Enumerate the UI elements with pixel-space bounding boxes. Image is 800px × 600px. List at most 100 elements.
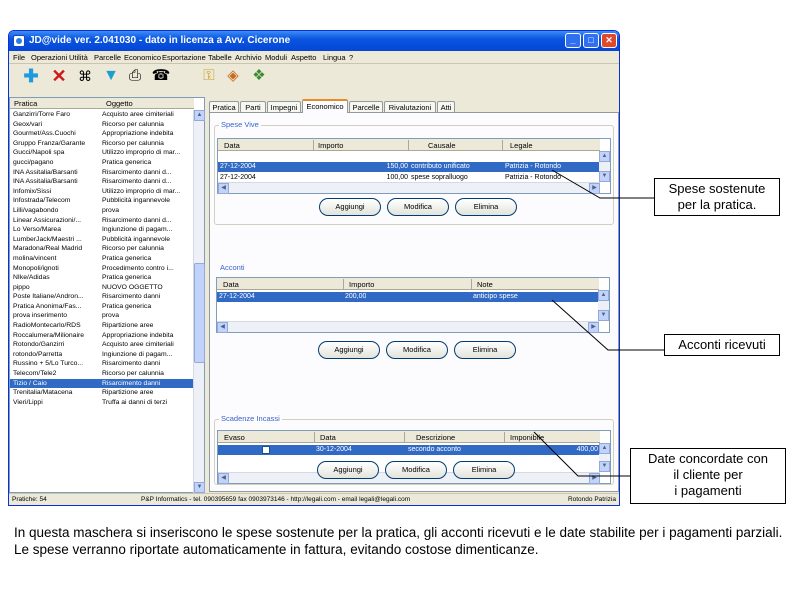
tab-pratica[interactable]: Pratica bbox=[209, 101, 239, 113]
acconti-modifica-button[interactable]: Modifica bbox=[386, 341, 448, 359]
spese-hscroll[interactable]: ◀▶ bbox=[218, 182, 600, 194]
tab-parti[interactable]: Parti bbox=[240, 101, 266, 113]
menu-lingua[interactable]: Lingua bbox=[323, 53, 346, 62]
title-bar[interactable]: JD@vide ver. 2.041030 - dato in licenza … bbox=[9, 31, 619, 51]
col-data[interactable]: Data bbox=[223, 280, 239, 289]
table-row[interactable]: 30-12-2004 secondo acconto 400,00 bbox=[218, 445, 600, 455]
scadenze-vscroll[interactable]: ▲▼ bbox=[599, 443, 610, 472]
plus-icon[interactable]: ✚ bbox=[23, 66, 39, 86]
tab-impegni[interactable]: Impegni bbox=[267, 101, 301, 113]
scadenze-elimina-button[interactable]: Elimina bbox=[453, 461, 515, 479]
acconti-aggiungi-button[interactable]: Aggiungi bbox=[318, 341, 380, 359]
pratica-cell: Poste Italiane/Andron... bbox=[13, 293, 84, 301]
col-evaso[interactable]: Evaso bbox=[224, 433, 245, 442]
table-row[interactable]: 27-12-2004 150,00 contributo unificato P… bbox=[218, 162, 600, 172]
keys-icon[interactable]: ⚿ bbox=[203, 67, 215, 84]
list-scrollbar[interactable]: ▲ ▼ bbox=[193, 110, 205, 493]
tag-icon[interactable]: ◈ bbox=[227, 67, 239, 84]
menu-aspetto[interactable]: Aspetto bbox=[291, 53, 317, 62]
close-button[interactable]: ✕ bbox=[601, 33, 617, 48]
menu-parcelle[interactable]: Parcelle bbox=[94, 53, 122, 62]
spese-vscroll[interactable]: ▲▼ bbox=[599, 151, 610, 182]
tab-parcelle[interactable]: Parcelle bbox=[349, 101, 383, 113]
filter-icon[interactable]: ▼ bbox=[103, 67, 119, 84]
list-item[interactable]: Poste Italiane/Andron...Risarcimento dan… bbox=[10, 292, 194, 302]
menu-esportazione[interactable]: Esportazione bbox=[162, 53, 206, 62]
cell-imponibile: 400,00 bbox=[576, 446, 598, 453]
col-legale[interactable]: Legale bbox=[510, 141, 533, 150]
menu-tabelle[interactable]: Tabelle bbox=[208, 53, 232, 62]
acconti-hscroll[interactable]: ◀▶ bbox=[217, 321, 599, 333]
menu-economico[interactable]: Economico bbox=[124, 53, 162, 62]
money-icon[interactable]: ❖ bbox=[252, 67, 266, 84]
printer-icon[interactable]: ⎙ bbox=[128, 67, 141, 84]
header-pratica[interactable]: Pratica bbox=[14, 99, 38, 108]
tab-rivalutazioni[interactable]: Rivalutazioni bbox=[384, 101, 436, 113]
menu-utilita[interactable]: Utilità bbox=[69, 53, 88, 62]
spese-elimina-button[interactable]: Elimina bbox=[455, 198, 517, 216]
col-importo[interactable]: Importo bbox=[318, 141, 344, 150]
list-item[interactable]: LumberJack/Maestri ...Pubblicità inganne… bbox=[10, 235, 194, 245]
list-item[interactable]: Linear Assicurazioni/...Risarcimento dan… bbox=[10, 216, 194, 226]
scadenze-aggiungi-button[interactable]: Aggiungi bbox=[317, 461, 379, 479]
acconti-vscroll[interactable]: ▲▼ bbox=[598, 290, 609, 321]
tab-atti[interactable]: Atti bbox=[437, 101, 455, 113]
spese-aggiungi-button[interactable]: Aggiungi bbox=[319, 198, 381, 216]
col-data[interactable]: Data bbox=[320, 433, 336, 442]
menu-moduli[interactable]: Moduli bbox=[265, 53, 288, 62]
minimize-button[interactable]: _ bbox=[565, 33, 581, 48]
scroll-up-icon[interactable]: ▲ bbox=[194, 110, 205, 121]
scadenze-modifica-button[interactable]: Modifica bbox=[385, 461, 447, 479]
scroll-thumb[interactable] bbox=[194, 263, 205, 363]
menu-file[interactable]: File bbox=[13, 53, 26, 62]
menu-archivio[interactable]: Archivio bbox=[235, 53, 262, 62]
list-item[interactable]: Russino + 5/Lo Turco...Risarcimento dann… bbox=[10, 359, 194, 369]
evaso-checkbox[interactable] bbox=[262, 446, 270, 454]
col-descrizione[interactable]: Descrizione bbox=[416, 433, 456, 442]
phone-icon[interactable]: ☎ bbox=[151, 67, 171, 84]
x-icon[interactable]: ✕ bbox=[51, 66, 67, 86]
menu-operazioni[interactable]: Operazioni bbox=[31, 53, 68, 62]
menu-help[interactable]: ? bbox=[349, 53, 354, 62]
binoculars-icon[interactable]: ⌘ bbox=[78, 68, 92, 84]
col-importo[interactable]: Importo bbox=[349, 280, 375, 289]
scroll-down-icon[interactable]: ▼ bbox=[194, 482, 205, 493]
maximize-button[interactable]: □ bbox=[583, 33, 599, 48]
col-imponibile[interactable]: Imponibile bbox=[510, 433, 545, 442]
header-oggetto[interactable]: Oggetto bbox=[106, 99, 133, 108]
col-data[interactable]: Data bbox=[224, 141, 240, 150]
col-causale[interactable]: Causale bbox=[428, 141, 456, 150]
acconti-elimina-button[interactable]: Elimina bbox=[454, 341, 516, 359]
table-row[interactable]: 27-12-2004 200,00 anticipo spese bbox=[217, 292, 599, 302]
col-note[interactable]: Note bbox=[477, 280, 493, 289]
spese-modifica-button[interactable]: Modifica bbox=[387, 198, 449, 216]
tab-economico[interactable]: Economico bbox=[302, 99, 348, 113]
list-item[interactable]: Pratica Anonima/Fas...Pratica generica bbox=[10, 302, 194, 312]
